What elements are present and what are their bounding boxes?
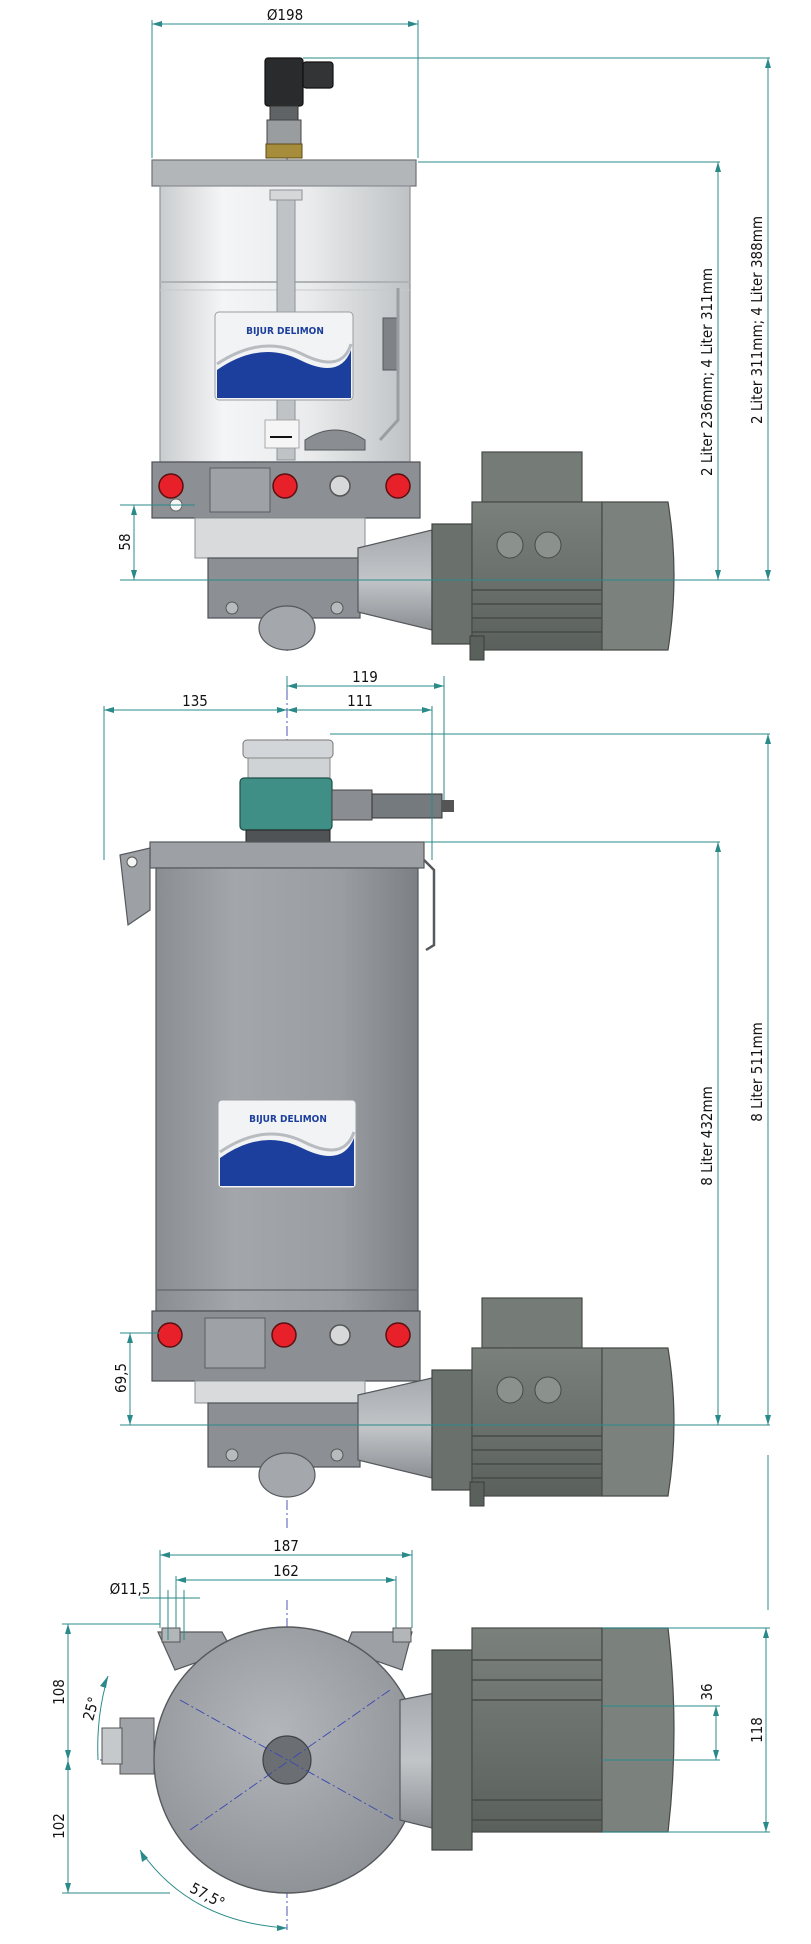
level-sensor — [239, 739, 454, 843]
dim-top-height-outer: 2 Liter 311mm; 4 Liter 388mm — [748, 216, 766, 424]
bottom-view: 187 162 Ø11,5 108 102 25° 57,5° — [50, 1537, 770, 1931]
logo-plate-mid: BIJUR DELIMON — [217, 1099, 357, 1189]
dim-mid-111: 111 — [347, 692, 373, 710]
dim-top-height-inner: 2 Liter 236mm; 4 Liter 311mm — [698, 268, 716, 476]
dim-bot-hole: Ø11,5 — [110, 1580, 151, 1598]
dim-bot-118: 118 — [748, 1717, 766, 1743]
electric-motor-mid — [431, 1297, 675, 1507]
grease-can — [155, 867, 419, 1312]
dim-mid-135: 135 — [182, 692, 208, 710]
dim-bot-36: 36 — [698, 1683, 716, 1700]
dim-mid-height-inner: 8 Liter 432mm — [698, 1086, 716, 1186]
dim-top-height-left: 58 — [116, 533, 134, 550]
indicator-red-5 — [271, 1322, 297, 1348]
indicator-red-2 — [272, 473, 298, 499]
electrical-connector — [264, 57, 334, 159]
reservoir-lid — [151, 159, 417, 187]
dim-bot-187: 187 — [273, 1537, 299, 1555]
dim-bot-102: 102 — [50, 1813, 68, 1839]
indicator-red-1 — [158, 473, 184, 499]
dim-bot-57deg: 57,5° — [187, 1879, 228, 1912]
motor-flange-cone-mid — [357, 1377, 433, 1479]
dim-bot-25deg: 25° — [79, 1695, 103, 1723]
indicator-red-3 — [385, 473, 411, 499]
dim-mid-height-outer: 8 Liter 511mm — [748, 1022, 766, 1122]
can-lid — [149, 841, 425, 869]
electric-motor-bottom — [431, 1627, 675, 1851]
dim-bot-162: 162 — [273, 1562, 299, 1580]
dim-top-diameter: Ø198 — [267, 6, 303, 24]
dim-bot-108: 108 — [50, 1679, 68, 1705]
logo-text-mid: BIJUR DELIMON — [249, 1114, 327, 1125]
middle-view: BIJUR DELIMON — [103, 668, 771, 1610]
dim-mid-height-left: 69,5 — [112, 1363, 130, 1393]
top-view: BIJUR DELIMON — [116, 6, 771, 661]
fill-nipple-mid — [329, 1324, 351, 1346]
electric-motor-top — [431, 451, 675, 661]
indicator-red-6 — [385, 1322, 411, 1348]
dim-mid-119: 119 — [352, 668, 378, 686]
logo-plate-top: BIJUR DELIMON — [214, 311, 354, 401]
indicator-red-4 — [157, 1322, 183, 1348]
logo-text-top: BIJUR DELIMON — [246, 326, 324, 337]
fill-nipple — [329, 475, 351, 497]
